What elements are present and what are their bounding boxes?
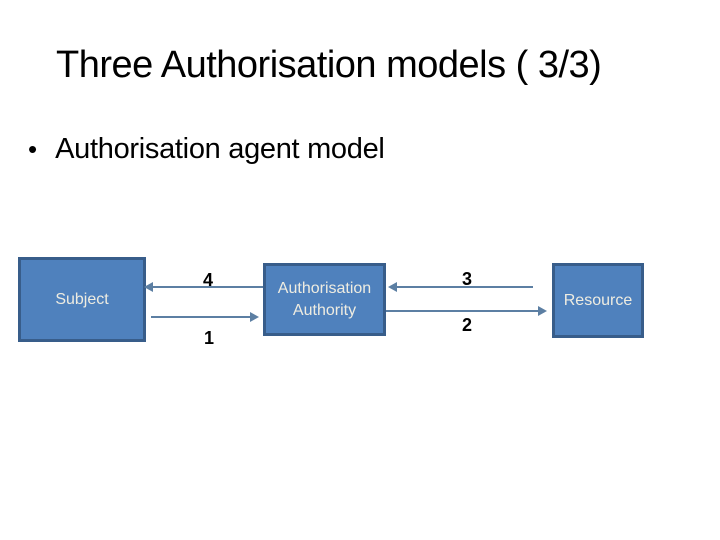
resource-node-label: Resource	[563, 291, 633, 309]
arrow-4-line	[152, 286, 263, 288]
arrowhead-right-icon	[250, 312, 259, 322]
arrowhead-right-icon	[538, 306, 547, 316]
arrow-3-line	[396, 286, 533, 288]
subject-node: Subject	[18, 257, 146, 342]
arrow-1-label: 1	[203, 328, 214, 348]
bullet-marker: •	[28, 134, 38, 164]
slide-title: Three Authorisation models ( 3/3)	[56, 44, 602, 86]
arrow-2-label: 2	[461, 315, 472, 335]
authorisation-authority-node: Authorisation Authority	[263, 263, 386, 336]
arrowhead-left-icon	[144, 282, 153, 292]
arrowhead-left-icon	[388, 282, 397, 292]
arrow-1-line	[151, 316, 251, 318]
subject-node-label: Subject	[55, 290, 109, 308]
arrow-2-line	[386, 310, 539, 312]
authorisation-authority-node-label: Authorisation Authority	[277, 279, 372, 319]
arrow-4-label: 4	[202, 270, 213, 290]
resource-node: Resource	[552, 263, 644, 338]
bullet-text: Authorisation agent model	[55, 133, 385, 165]
bullet-item: • Authorisation agent model	[28, 131, 385, 167]
arrow-3-label: 3	[461, 269, 472, 289]
